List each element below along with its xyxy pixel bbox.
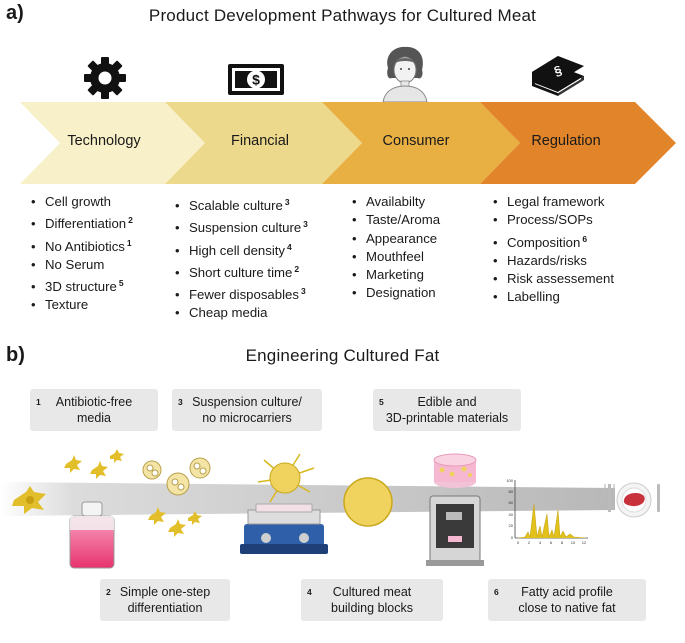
list-item: Appearance (352, 230, 440, 248)
svg-text:80: 80 (509, 489, 514, 494)
svg-text:100: 100 (506, 478, 513, 483)
dollar-bill-icon: $ (228, 64, 284, 95)
list-item: Legal framework (493, 193, 614, 211)
spheroid-cluster-icon (142, 457, 211, 496)
list-item: Hazards/risks (493, 252, 614, 270)
gear-icon (84, 57, 126, 99)
culture-flask-icon (69, 501, 115, 569)
chevron-regulation (480, 102, 676, 184)
magnetic-stirrer-icon (240, 503, 328, 554)
stage-label-consumer: Consumer (382, 133, 450, 149)
chromatogram-icon: 100 80 60 40 20 0 0 2 4 6 8 10 12 (506, 478, 588, 545)
panel-b-title: Engineering Cultured Fat (245, 346, 440, 365)
svg-text:12: 12 (582, 540, 587, 545)
svg-text:10: 10 (571, 540, 576, 545)
svg-text:§: § (552, 62, 564, 79)
svg-text:$: $ (252, 72, 260, 88)
chevron-technology (20, 102, 205, 184)
panel-a-title: Product Development Pathways for Culture… (148, 6, 537, 25)
chevron-financial (165, 102, 362, 184)
panel-a-label: a) (6, 2, 24, 24)
person-portrait-icon (382, 46, 428, 102)
svg-text:60: 60 (509, 500, 514, 505)
svg-text:0: 0 (511, 535, 514, 540)
list-item: Marketing (352, 266, 440, 284)
chevron-consumer (322, 102, 520, 184)
callout-building-blocks: 4 Cultured meat building blocks (301, 579, 443, 621)
svg-text:0: 0 (517, 540, 520, 545)
fat-spheroid-icon (343, 477, 393, 527)
callout-fatty-acid-profile: 6 Fatty acid profile close to native fat (488, 579, 646, 621)
law-book-icon: § (532, 56, 584, 96)
stage-label-technology: Technology (67, 133, 141, 149)
stage-label-regulation: Regulation (531, 133, 601, 149)
list-item: Texture (31, 296, 133, 314)
list-regulation: Legal framework Process/SOPs Composition… (493, 193, 614, 307)
svg-text:8: 8 (561, 540, 564, 545)
plated-steak-icon (604, 482, 660, 518)
list-item: No Serum (31, 256, 133, 274)
printed-construct-icon (433, 453, 477, 488)
fat-engineering-process: 100 80 60 40 20 0 0 2 4 6 8 10 12 (0, 449, 660, 569)
list-item: Taste/Aroma (352, 211, 440, 229)
list-item: Labelling (493, 288, 614, 306)
svg-text:2: 2 (528, 540, 531, 545)
callout-antibiotic-free: 1 Antibiotic-free media (30, 389, 158, 431)
list-item: Cheap media (175, 304, 308, 322)
svg-text:6: 6 (550, 540, 553, 545)
list-item: Mouthfeel (352, 248, 440, 266)
callout-suspension-culture: 3 Suspension culture/ no microcarriers (172, 389, 322, 431)
svg-text:4: 4 (539, 540, 542, 545)
list-consumer: Availabilty Taste/Aroma Appearance Mouth… (352, 193, 440, 303)
panel-b-label: b) (6, 344, 25, 366)
pathway-chevrons (20, 102, 676, 184)
list-item: Cell growth (31, 193, 133, 211)
callout-edible-materials: 5 Edible and 3D-printable materials (373, 389, 521, 431)
list-item: Process/SOPs (493, 211, 614, 229)
list-item: Designation (352, 284, 440, 302)
preadipocyte-icon (64, 449, 202, 537)
svg-text:40: 40 (509, 512, 514, 517)
microcarrier-aggregate-icon (257, 453, 315, 503)
adipocyte-cell-icon (12, 486, 46, 514)
svg-text:20: 20 (509, 523, 514, 528)
list-item: Availabilty (352, 193, 440, 211)
stage-label-financial: Financial (230, 133, 290, 149)
3d-printer-icon (426, 495, 484, 566)
callout-one-step-differentiation: 2 Simple one-step differentiation (100, 579, 230, 621)
list-item: Risk assessement (493, 270, 614, 288)
